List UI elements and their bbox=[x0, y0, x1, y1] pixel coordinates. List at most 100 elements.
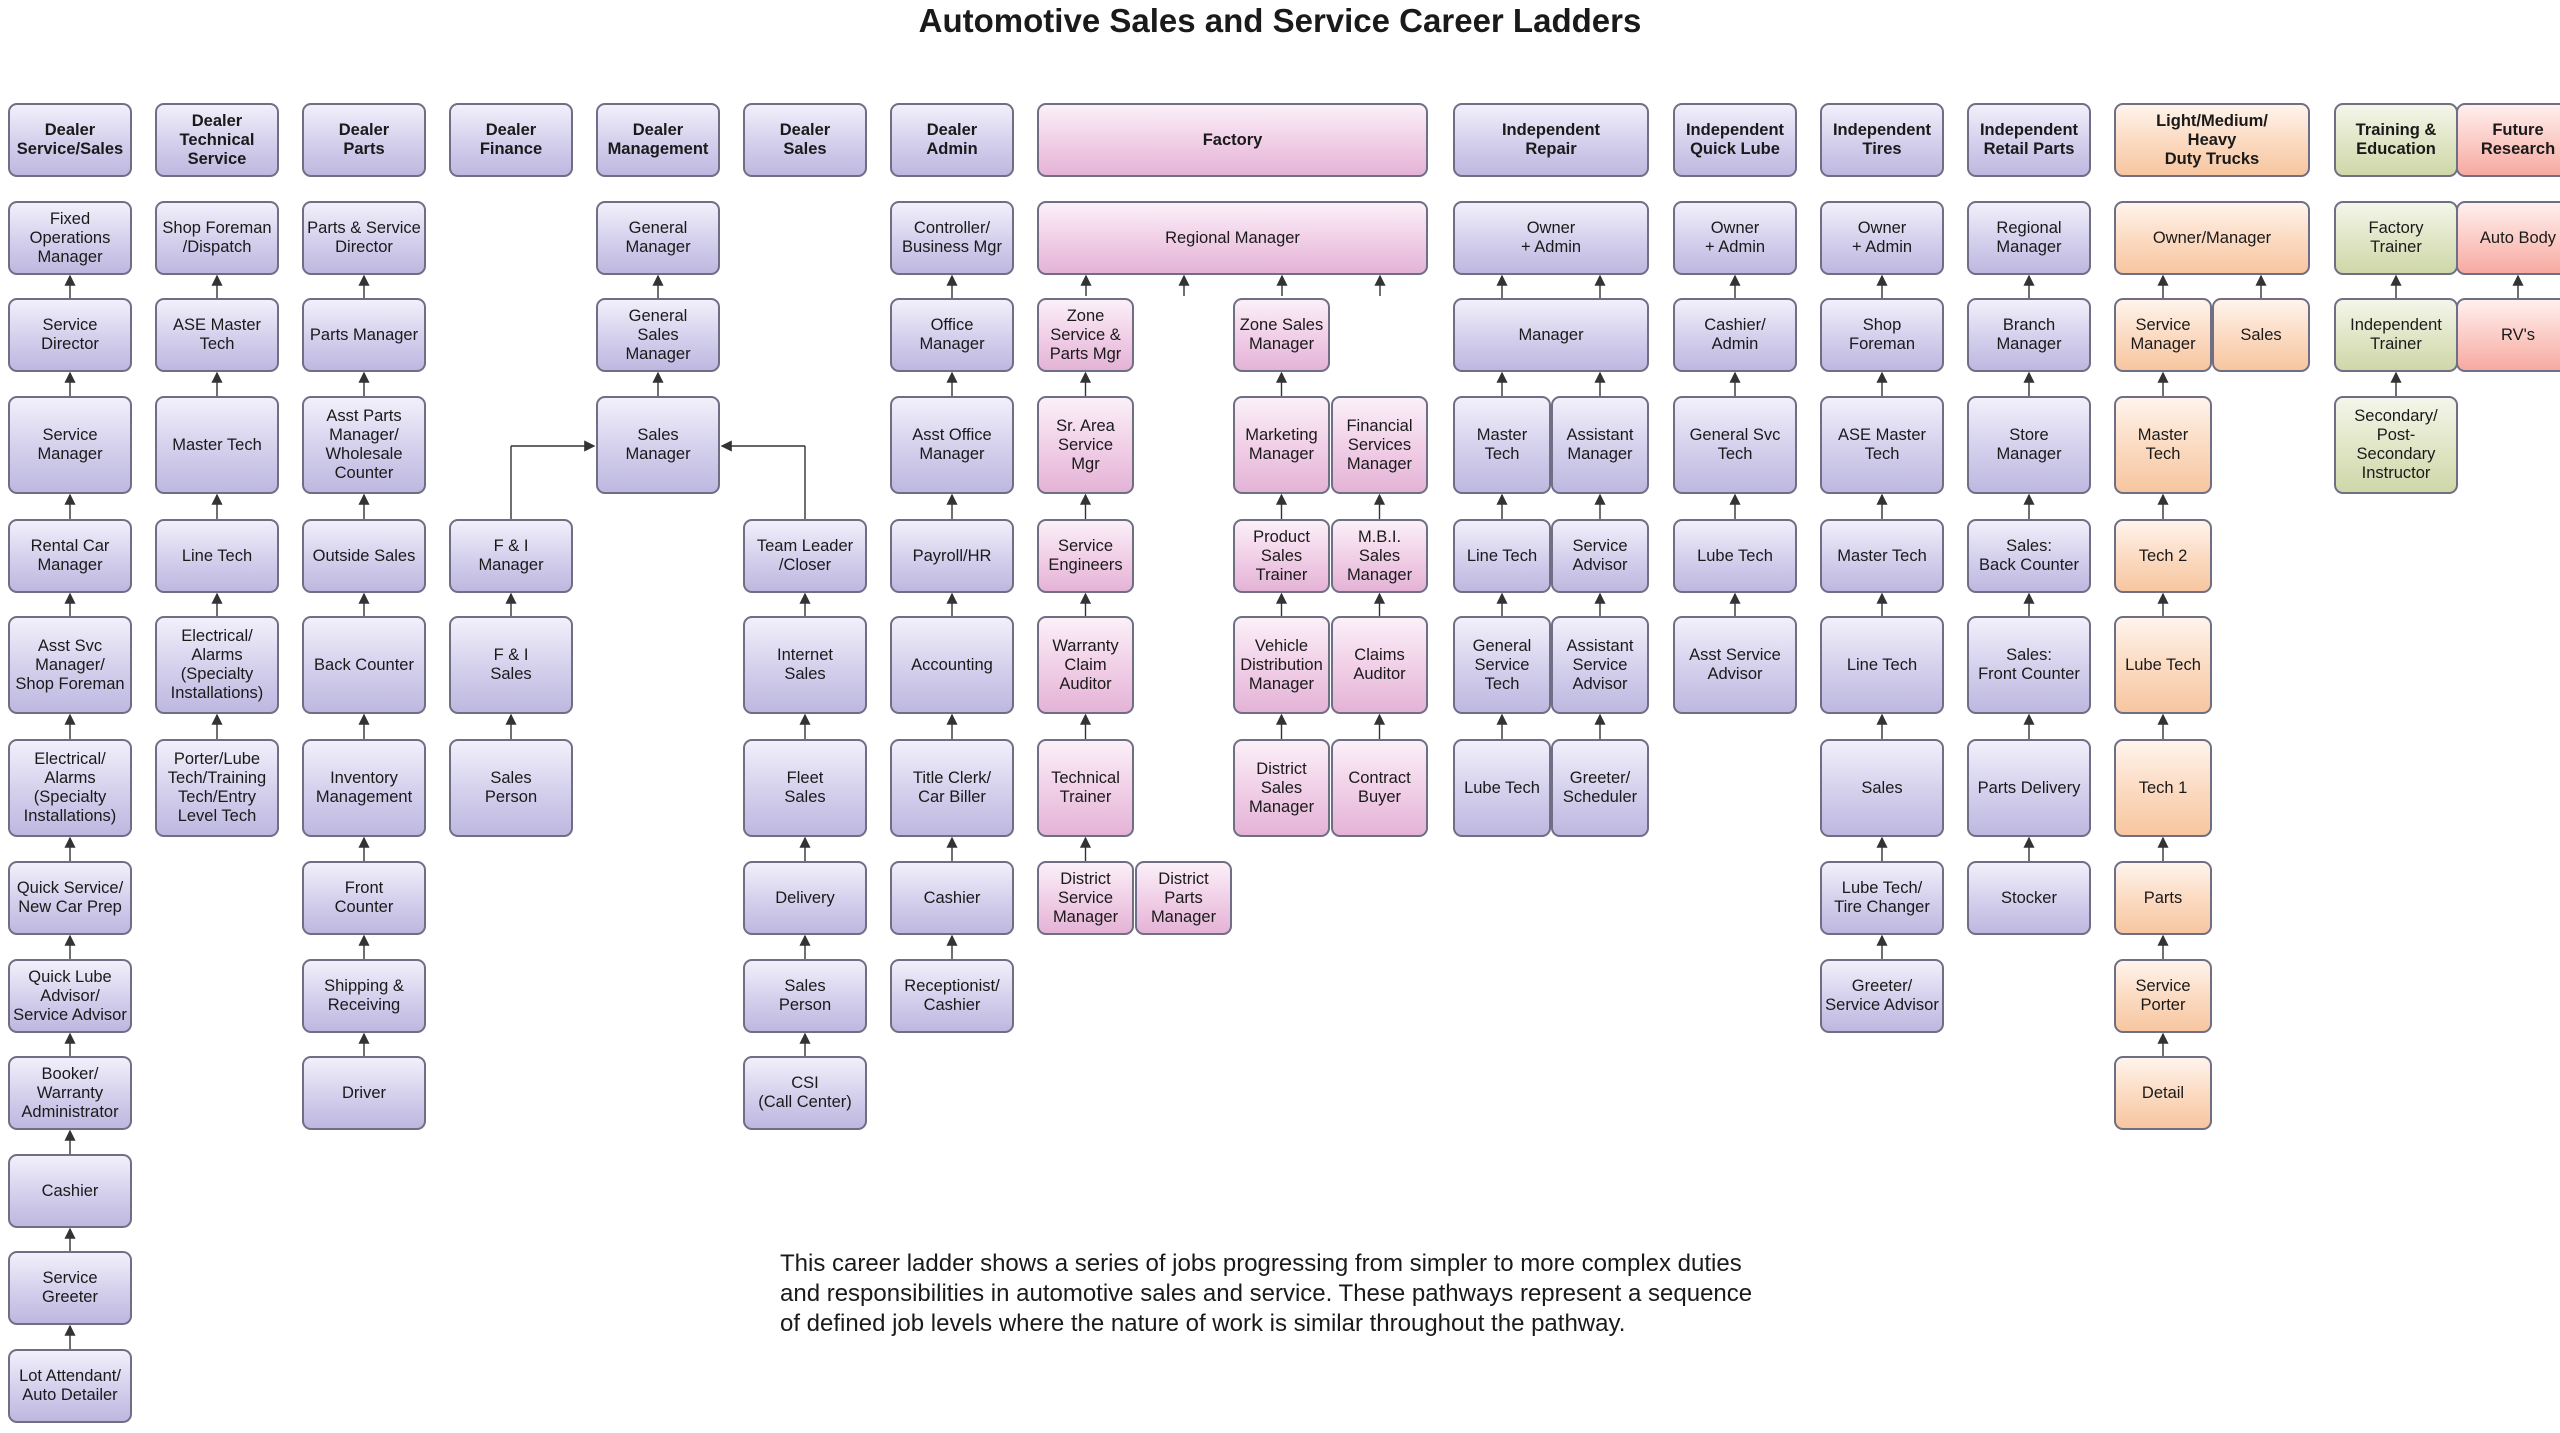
ladder-item-c3: Inventory Management bbox=[302, 739, 426, 837]
ladder-item-c4: F & I Manager bbox=[449, 519, 573, 593]
factory-district-parts-manager: District Parts Manager bbox=[1135, 861, 1232, 935]
factory-mid-item: District Sales Manager bbox=[1233, 739, 1330, 837]
ladder-item-c14: Independent Trainer bbox=[2334, 298, 2458, 372]
ladder-item-c12: Sales: Back Counter bbox=[1967, 519, 2091, 593]
column-header-c15: Future Research bbox=[2456, 103, 2560, 177]
trucks-ladder-item: Tech 2 bbox=[2114, 519, 2212, 593]
ladder-item-c14: Secondary/ Post- Secondary Instructor bbox=[2334, 396, 2458, 494]
ladder-item-c6: Internet Sales bbox=[743, 616, 867, 714]
factory-left-item: Warranty Claim Auditor bbox=[1037, 616, 1134, 714]
ladder-item-c12: Store Manager bbox=[1967, 396, 2091, 494]
repair-right-item: Greeter/ Scheduler bbox=[1551, 739, 1649, 837]
repair-right-item: Assistant Service Advisor bbox=[1551, 616, 1649, 714]
ladder-item-c2: ASE Master Tech bbox=[155, 298, 279, 372]
factory-mid-item: Marketing Manager bbox=[1233, 396, 1330, 494]
ladder-item-c5: General Manager bbox=[596, 201, 720, 275]
ladder-item-c2: Line Tech bbox=[155, 519, 279, 593]
ladder-item-c1: Rental Car Manager bbox=[8, 519, 132, 593]
repair-right-item: Service Advisor bbox=[1551, 519, 1649, 593]
ladder-item-c1: Fixed Operations Manager bbox=[8, 201, 132, 275]
factory-left-item: Zone Service & Parts Mgr bbox=[1037, 298, 1134, 372]
ladder-item-c1: Service Manager bbox=[8, 396, 132, 494]
ladder-item-c7: Title Clerk/ Car Biller bbox=[890, 739, 1014, 837]
ladder-item-c6: Team Leader /Closer bbox=[743, 519, 867, 593]
ladder-item-c7: Controller/ Business Mgr bbox=[890, 201, 1014, 275]
ladder-item-c12: Stocker bbox=[1967, 861, 2091, 935]
ladder-item-c11: Master Tech bbox=[1820, 519, 1944, 593]
ladder-item-c10: Owner + Admin bbox=[1673, 201, 1797, 275]
trucks-owner-manager: Owner/Manager bbox=[2114, 201, 2310, 275]
ladder-item-c4: F & I Sales bbox=[449, 616, 573, 714]
description-note: This career ladder shows a series of job… bbox=[780, 1250, 1753, 1337]
ladder-item-c10: Asst Service Advisor bbox=[1673, 616, 1797, 714]
trucks-ladder-item: Service Porter bbox=[2114, 959, 2212, 1033]
trucks-sales: Sales bbox=[2212, 298, 2310, 372]
trucks-ladder-item: Master Tech bbox=[2114, 396, 2212, 494]
ladder-item-c6: Fleet Sales bbox=[743, 739, 867, 837]
column-header-c12: Independent Retail Parts bbox=[1967, 103, 2091, 177]
column-header-c5: Dealer Management bbox=[596, 103, 720, 177]
ladder-item-c10: Cashier/ Admin bbox=[1673, 298, 1797, 372]
ladder-item-c3: Shipping & Receiving bbox=[302, 959, 426, 1033]
ladder-item-c1: Booker/ Warranty Administrator bbox=[8, 1056, 132, 1130]
column-header-c2: Dealer Technical Service bbox=[155, 103, 279, 177]
ladder-item-c7: Office Manager bbox=[890, 298, 1014, 372]
ladder-item-c7: Asst Office Manager bbox=[890, 396, 1014, 494]
ladder-item-c11: ASE Master Tech bbox=[1820, 396, 1944, 494]
column-header-trucks: Light/Medium/ Heavy Duty Trucks bbox=[2114, 103, 2310, 177]
ladder-item-c1: Service Director bbox=[8, 298, 132, 372]
factory-left-item: Technical Trainer bbox=[1037, 739, 1134, 837]
column-header-c4: Dealer Finance bbox=[449, 103, 573, 177]
ladder-item-c11: Greeter/ Service Advisor bbox=[1820, 959, 1944, 1033]
column-header-c6: Dealer Sales bbox=[743, 103, 867, 177]
ladder-item-c12: Parts Delivery bbox=[1967, 739, 2091, 837]
repair-left-item: Master Tech bbox=[1453, 396, 1551, 494]
trucks-ladder-item: Tech 1 bbox=[2114, 739, 2212, 837]
column-header-c11: Independent Tires bbox=[1820, 103, 1944, 177]
ladder-item-c1: Lot Attendant/ Auto Detailer bbox=[8, 1349, 132, 1423]
ladder-item-c6: Delivery bbox=[743, 861, 867, 935]
factory-right-item: Claims Auditor bbox=[1331, 616, 1428, 714]
factory-mid-item: Zone Sales Manager bbox=[1233, 298, 1330, 372]
ladder-item-c3: Asst Parts Manager/ Wholesale Counter bbox=[302, 396, 426, 494]
trucks-ladder-item: Detail bbox=[2114, 1056, 2212, 1130]
ladder-item-c2: Shop Foreman /Dispatch bbox=[155, 201, 279, 275]
ladder-item-c10: General Svc Tech bbox=[1673, 396, 1797, 494]
ladder-item-c7: Receptionist/ Cashier bbox=[890, 959, 1014, 1033]
factory-right-item: Contract Buyer bbox=[1331, 739, 1428, 837]
ladder-item-c15: Auto Body bbox=[2456, 201, 2560, 275]
ladder-item-c11: Shop Foreman bbox=[1820, 298, 1944, 372]
ladder-item-c3: Driver bbox=[302, 1056, 426, 1130]
repair-left-item: Lube Tech bbox=[1453, 739, 1551, 837]
page-title: Automotive Sales and Service Career Ladd… bbox=[918, 2, 1642, 39]
ladder-item-c10: Lube Tech bbox=[1673, 519, 1797, 593]
ladder-item-c2: Electrical/ Alarms (Specialty Installati… bbox=[155, 616, 279, 714]
ladder-item-c3: Front Counter bbox=[302, 861, 426, 935]
trucks-ladder-item: Service Manager bbox=[2114, 298, 2212, 372]
ladder-item-c12: Regional Manager bbox=[1967, 201, 2091, 275]
ladder-item-c6: CSI (Call Center) bbox=[743, 1056, 867, 1130]
ladder-item-c11: Line Tech bbox=[1820, 616, 1944, 714]
ladder-item-c1: Service Greeter bbox=[8, 1251, 132, 1325]
factory-mid-item: Vehicle Distribution Manager bbox=[1233, 616, 1330, 714]
ladder-item-c1: Cashier bbox=[8, 1154, 132, 1228]
factory-left-item: District Service Manager bbox=[1037, 861, 1134, 935]
repair-left-item: Line Tech bbox=[1453, 519, 1551, 593]
ladder-item-c1: Quick Service/ New Car Prep bbox=[8, 861, 132, 935]
ladder-item-c4: Sales Person bbox=[449, 739, 573, 837]
column-header-c7: Dealer Admin bbox=[890, 103, 1014, 177]
ladder-item-c12: Branch Manager bbox=[1967, 298, 2091, 372]
ladder-item-c3: Parts & Service Director bbox=[302, 201, 426, 275]
column-header-c14: Training & Education bbox=[2334, 103, 2458, 177]
ladder-item-c12: Sales: Front Counter bbox=[1967, 616, 2091, 714]
column-header-c10: Independent Quick Lube bbox=[1673, 103, 1797, 177]
ladder-item-c7: Cashier bbox=[890, 861, 1014, 935]
repair-owner-admin: Owner + Admin bbox=[1453, 201, 1649, 275]
ladder-item-c3: Outside Sales bbox=[302, 519, 426, 593]
ladder-item-c2: Porter/Lube Tech/Training Tech/Entry Lev… bbox=[155, 739, 279, 837]
ladder-item-c1: Electrical/ Alarms (Specialty Installati… bbox=[8, 739, 132, 837]
ladder-item-c6: Sales Person bbox=[743, 959, 867, 1033]
ladder-item-c7: Payroll/HR bbox=[890, 519, 1014, 593]
ladder-item-c1: Asst Svc Manager/ Shop Foreman bbox=[8, 616, 132, 714]
